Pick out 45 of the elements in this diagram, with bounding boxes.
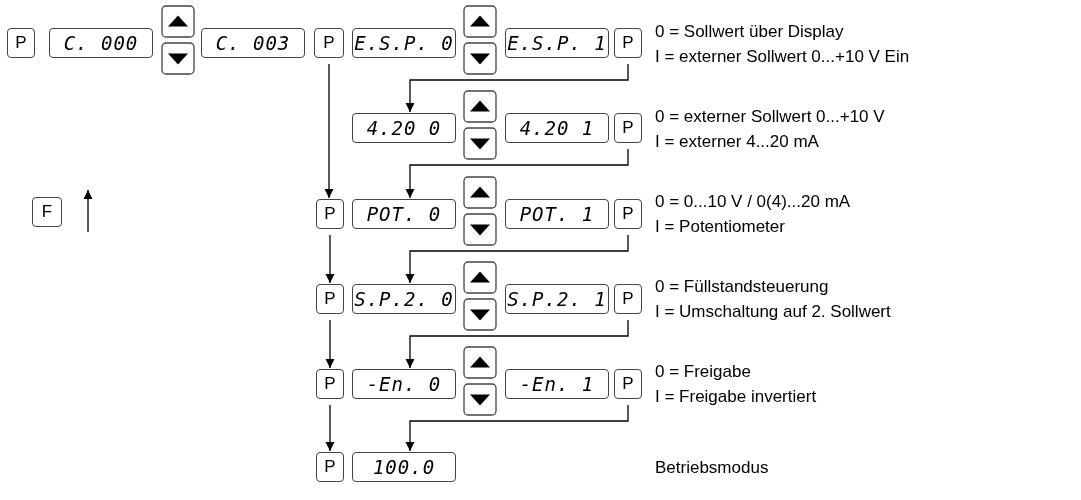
key-button: P (614, 284, 642, 314)
key-button: F (32, 197, 62, 227)
arrow (324, 63, 334, 199)
setting-note: 0 = externer Sollwert 0...+10 V (655, 107, 885, 127)
display-readout: 4.20 1 (505, 113, 609, 143)
arrow (405, 148, 629, 199)
setting-note: 0 = 0...10 V / 0(4)...20 mA (655, 192, 851, 212)
arrow (405, 63, 629, 113)
display-readout: C. 000 (49, 28, 153, 58)
key-button: P (614, 28, 642, 58)
key-button: P (614, 113, 642, 143)
display-readout: 4.20 0 (352, 113, 456, 143)
arrow (325, 404, 335, 452)
key-button: P (316, 369, 344, 399)
setting-note: I = Umschaltung auf 2. Sollwert (655, 302, 891, 322)
display-readout: E.S.P. 0 (352, 28, 456, 58)
display-readout: 100.0 (352, 452, 456, 482)
setting-note: I = Potentiometer (655, 217, 785, 237)
key-button: P (7, 28, 35, 58)
display-readout: POT. 1 (505, 199, 609, 229)
display-readout: S.P.2. 1 (505, 284, 609, 314)
display-readout: -En. 1 (505, 369, 609, 399)
setting-note: 0 = Füllstandsteuerung (655, 277, 829, 297)
setting-note: Betriebsmodus (655, 458, 769, 478)
key-button: P (316, 452, 344, 482)
setting-note: I = externer 4...20 mA (655, 132, 819, 152)
key-button: P (314, 28, 344, 58)
setting-note: I = externer Sollwert 0...+10 V Ein (655, 47, 910, 67)
display-readout: C. 003 (201, 28, 305, 58)
arrow (405, 234, 629, 284)
arrow (405, 319, 629, 369)
setting-note: 0 = Freigabe (655, 362, 751, 382)
display-readout: E.S.P. 1 (505, 28, 609, 58)
setting-note: 0 = Sollwert über Display (655, 22, 844, 42)
arrow (405, 404, 629, 452)
arrow (325, 234, 335, 284)
arrow (325, 319, 335, 369)
key-button: P (614, 199, 642, 229)
display-readout: S.P.2. 0 (352, 284, 456, 314)
display-readout: POT. 0 (352, 199, 456, 229)
key-button: P (614, 369, 642, 399)
setting-note: I = Freigabe invertiert (655, 387, 817, 407)
display-readout: -En. 0 (352, 369, 456, 399)
key-button: P (316, 199, 344, 229)
key-button: P (316, 284, 344, 314)
